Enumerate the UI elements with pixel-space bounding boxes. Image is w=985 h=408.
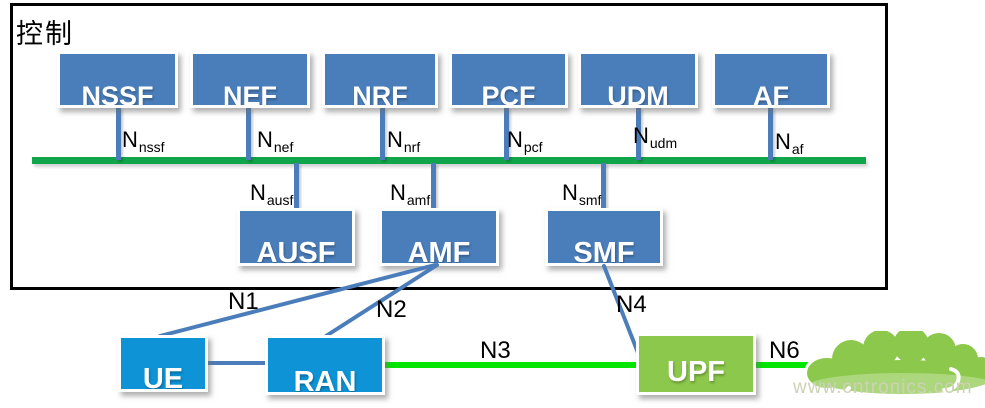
interface-label-nnef: Nnef (257, 127, 294, 155)
link-label-n6: N6 (769, 337, 800, 364)
connector-bus-amf (431, 163, 436, 210)
control-plane-label: 控制 (16, 19, 74, 50)
link-line-n3 (385, 362, 636, 368)
node-label-ran: RAN (293, 366, 357, 395)
link-line-ue-ran (208, 361, 265, 365)
interface-label-namf: Namf (390, 180, 431, 208)
nf-label-ausf: AUSF (256, 237, 336, 266)
nf-box-af: AF (712, 51, 830, 108)
cloud-fill (807, 331, 985, 394)
nf-label-nef: NEF (223, 81, 277, 108)
connector-bus-smf (601, 163, 606, 210)
connector-nrf-bus (380, 107, 385, 160)
nf-label-pcf: PCF (481, 81, 536, 108)
nf-label-nssf: NSSF (81, 81, 154, 108)
interface-label-nnssf: Nnssf (122, 127, 165, 155)
nf-label-amf: AMF (407, 237, 471, 266)
connector-pcf-bus (504, 107, 509, 160)
node-box-upf: UPF (636, 333, 756, 395)
node-box-ue: UE (118, 335, 208, 392)
nf-label-af: AF (753, 81, 789, 108)
interface-label-nnrf: Nnrf (387, 127, 421, 155)
interface-label-naf: Naf (775, 129, 804, 157)
nf-box-smf: SMF (545, 208, 663, 266)
connector-af-bus (768, 107, 773, 160)
connector-udm-bus (636, 107, 641, 160)
cloud-icon (804, 331, 985, 397)
service-bus-line (32, 157, 866, 164)
node-label-ue: UE (142, 363, 184, 392)
link-line-n6 (756, 362, 829, 368)
nf-label-udm: UDM (607, 81, 669, 108)
nf-box-udm: UDM (578, 51, 698, 108)
interface-label-npcf: Npcf (507, 127, 543, 155)
nf-label-smf: SMF (573, 237, 635, 266)
interface-label-nausf: Nausf (250, 180, 294, 208)
watermark: www.cntronics.com (793, 377, 973, 398)
nf-box-nssf: NSSF (57, 51, 178, 108)
link-label-n1: N1 (228, 288, 259, 315)
node-label-upf: UPF (667, 356, 725, 388)
interface-label-nudm: Nudm (633, 123, 678, 151)
nf-box-amf: AMF (379, 208, 499, 266)
nf-box-nef: NEF (190, 51, 310, 108)
connector-bus-ausf (294, 163, 299, 210)
interface-label-nsmf: Nsmf (562, 180, 602, 208)
nf-box-ausf: AUSF (237, 208, 355, 266)
nf-box-nrf: NRF (322, 51, 438, 108)
connector-nssf-bus (116, 107, 121, 160)
nf-box-pcf: PCF (449, 51, 568, 108)
link-label-n2: N2 (376, 296, 407, 323)
link-label-n4: N4 (616, 291, 647, 318)
node-box-ran: RAN (265, 335, 385, 395)
connector-nef-bus (246, 107, 251, 160)
link-label-n3: N3 (480, 337, 511, 364)
nf-label-nrf: NRF (352, 81, 408, 108)
